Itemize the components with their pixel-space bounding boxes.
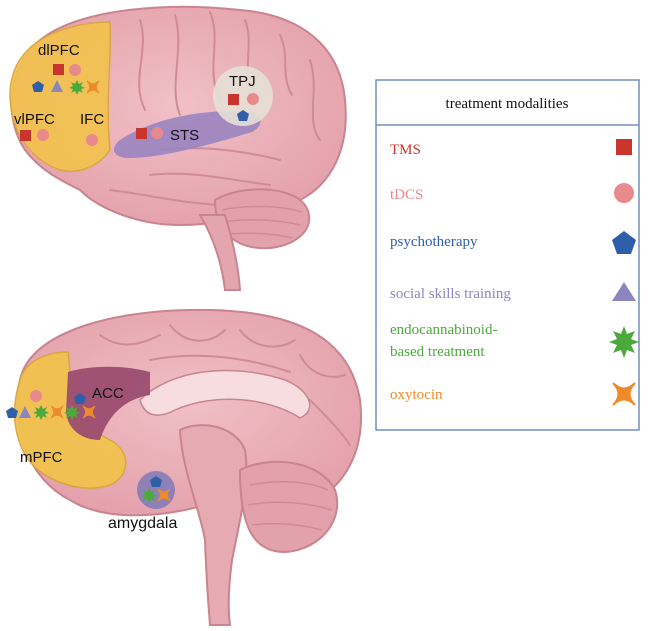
markers-mpfc (6, 390, 64, 420)
label-dlpfc: dlPFC (38, 42, 80, 59)
legend-box (375, 79, 640, 431)
tms-marker (228, 94, 239, 105)
label-acc: ACC (92, 385, 124, 402)
markers-tpj (228, 93, 259, 121)
legend-endocannabinoid-star-icon (609, 326, 639, 358)
endocannabinoid-marker (141, 488, 157, 503)
tpj-region (213, 66, 273, 126)
markers-ifc (86, 134, 98, 146)
sts-region (114, 111, 261, 158)
legend-social-skills-triangle-icon (612, 282, 636, 301)
legend-label-social-skills: social skills training (390, 286, 511, 302)
medial-brain: ACC mPFC amygdala (6, 308, 362, 626)
oxytocin-marker (157, 488, 171, 502)
prefrontal-lateral-region (9, 21, 112, 172)
medial-brainstem (178, 424, 248, 626)
markers-vlpfc (20, 129, 49, 141)
markers-acc (64, 393, 96, 420)
legend-label-tms: TMS (390, 142, 421, 158)
amygdala-region (137, 471, 175, 509)
medial-gyri (99, 324, 351, 446)
legend-oxytocin-cross-star-icon (612, 382, 636, 406)
oxytocin-marker (50, 405, 64, 419)
legend-label-oxytocin: oxytocin (390, 387, 443, 403)
legend-tdcs-circle-icon (614, 183, 634, 203)
tdcs-marker (69, 64, 81, 76)
legend-label-psychotherapy: psychotherapy (390, 234, 478, 250)
legend-label-tdcs: tDCS (390, 187, 423, 203)
tdcs-marker (86, 134, 98, 146)
markers-amygdala (141, 476, 171, 503)
tdcs-marker (37, 129, 49, 141)
corpus-callosum (139, 369, 311, 419)
acc-region (66, 366, 150, 440)
endocannabinoid-marker (64, 405, 80, 420)
legend: treatment modalities TMS tDCS psychother… (375, 79, 640, 431)
endocannabinoid-marker (69, 80, 85, 95)
markers-sts (136, 127, 163, 139)
label-mpfc: mPFC (20, 449, 63, 466)
label-ifc: IFC (80, 111, 104, 128)
legend-tms-square-icon (616, 139, 632, 155)
tdcs-marker (247, 93, 259, 105)
psychotherapy-marker (6, 407, 18, 418)
tdcs-marker (30, 390, 42, 402)
tms-marker (53, 64, 64, 75)
oxytocin-marker (86, 80, 100, 94)
psychotherapy-marker (74, 393, 86, 404)
endocannabinoid-marker (33, 405, 49, 420)
psychotherapy-marker (32, 81, 44, 92)
social-skills-marker (19, 406, 31, 418)
label-tpj: TPJ (229, 73, 256, 90)
psychotherapy-marker (237, 110, 249, 121)
label-vlpfc: vlPFC (14, 111, 55, 128)
tdcs-marker (151, 127, 163, 139)
markers-dlpfc (32, 64, 100, 95)
tms-marker (136, 128, 147, 139)
oxytocin-marker (82, 405, 96, 419)
legend-label-endocannabinoid-line1: endocannabinoid- (390, 322, 497, 338)
legend-title: treatment modalities (446, 96, 569, 112)
psychotherapy-marker (150, 476, 162, 487)
lateral-brainstem (198, 214, 242, 291)
social-skills-marker (51, 80, 63, 92)
legend-label-endocannabinoid-line2: based treatment (390, 344, 485, 360)
tms-marker (20, 130, 31, 141)
label-amygdala: amygdala (108, 515, 177, 532)
label-sts: STS (170, 127, 199, 144)
legend-psychotherapy-pentagon-icon (612, 231, 636, 254)
lateral-brain: dlPFC vlPFC IFC TPJ STS (9, 5, 347, 291)
